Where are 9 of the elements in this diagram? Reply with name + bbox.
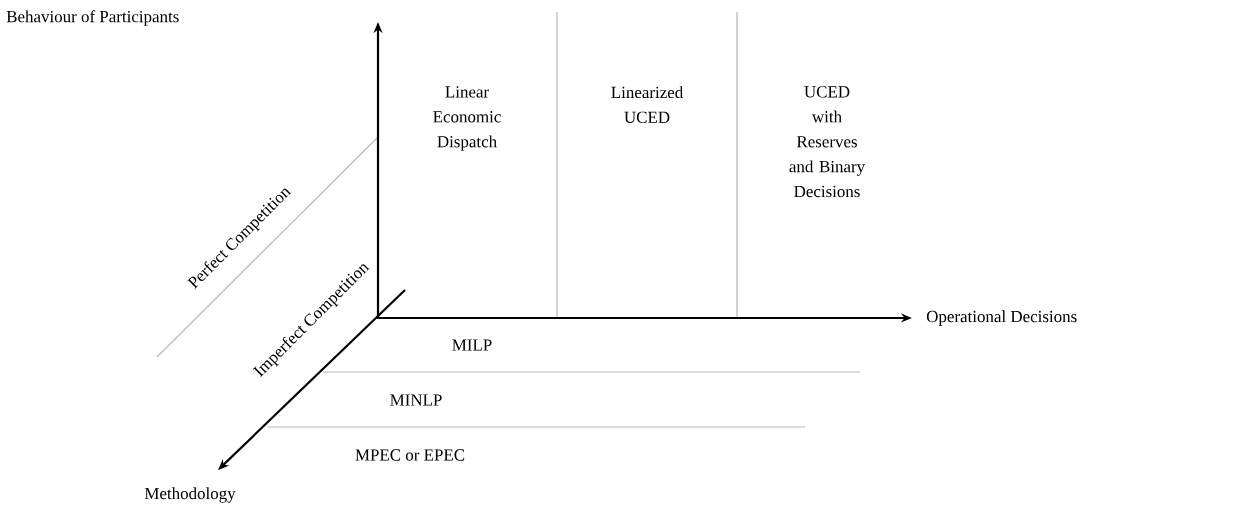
- axis-label: Behaviour of Participants: [6, 10, 179, 26]
- axis-label: Methodology: [144, 487, 236, 503]
- column-label: Linear Economic Dispatch: [433, 86, 501, 151]
- axis-label: Operational Decisions: [926, 310, 1077, 326]
- column-label: Linearized UCED: [611, 86, 683, 123]
- row-label: MINLP: [390, 394, 442, 406]
- row-label: MPEC or EPEC: [355, 449, 465, 461]
- row-label: MILP: [452, 339, 492, 351]
- column-label: UCED with Reserves and Binary Decisions: [789, 86, 866, 198]
